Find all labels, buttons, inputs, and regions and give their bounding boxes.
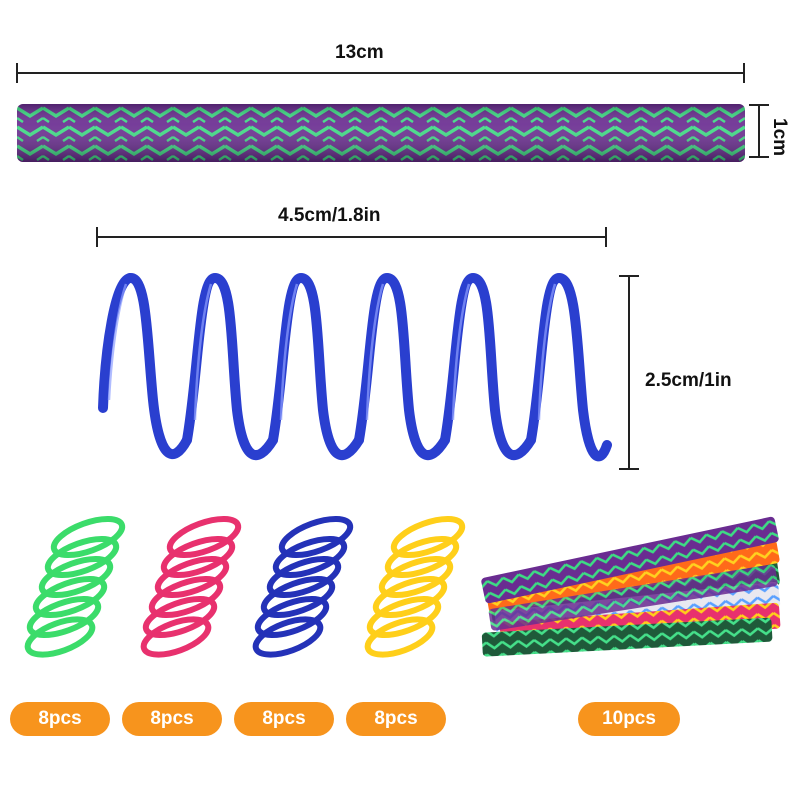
spring-height-line — [628, 275, 630, 470]
blue-spring-large-image — [98, 272, 612, 462]
yellow-spring-image — [364, 515, 466, 658]
pink-spring-image — [140, 515, 242, 658]
spring-length-tick-right — [605, 227, 607, 247]
tube-length-label: 13cm — [335, 42, 384, 63]
tube-diameter-tick-bottom — [749, 156, 769, 158]
tube-length-line — [17, 72, 744, 74]
count-pill-yellow: 8pcs — [346, 702, 446, 736]
spring-height-tick-top — [619, 275, 639, 277]
tube-length-tick-left — [16, 63, 18, 83]
green-spring-image — [24, 515, 126, 658]
blue-spring-image — [252, 515, 354, 658]
spring-length-tick-left — [96, 227, 98, 247]
tube-length-tick-right — [743, 63, 745, 83]
spring-height-tick-bottom — [619, 468, 639, 470]
mesh-tubes-bundle-image — [481, 516, 781, 657]
tube-diameter-line — [758, 104, 760, 158]
spring-height-label: 2.5cm/1in — [645, 370, 732, 391]
tube-diameter-tick-top — [749, 104, 769, 106]
count-pill-green: 8pcs — [10, 702, 110, 736]
spring-length-line — [97, 236, 606, 238]
count-pill-pink: 8pcs — [122, 702, 222, 736]
count-pill-blue: 8pcs — [234, 702, 334, 736]
spring-length-label: 4.5cm/1.8in — [278, 205, 381, 226]
mesh-tube-image — [17, 104, 745, 162]
tube-diameter-label: 1cm — [769, 118, 790, 157]
count-pill-tubes: 10pcs — [578, 702, 680, 736]
